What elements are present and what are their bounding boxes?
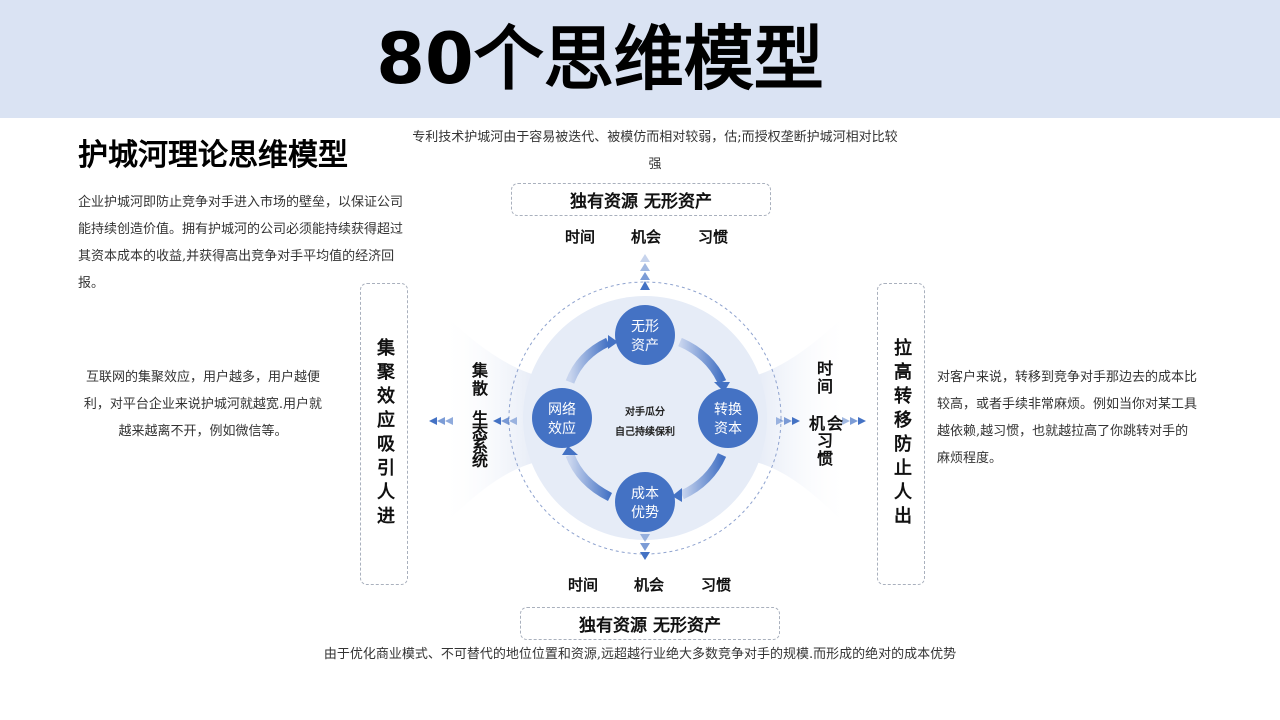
top-trio-chance: 机会 [631,228,662,246]
right-note: 对客户来说，转移到竞争对手那边去的成本比较高，或者手续非常麻烦。例如当你对某工具… [937,370,1198,466]
right-inner-c: 习惯 [814,432,833,468]
bottom-trio-chance: 机会 [634,576,665,594]
arrow-heads [562,335,730,502]
bottom-trio-habit: 习惯 [701,576,732,594]
node-label: 转换 [714,401,742,418]
cycle-arrows [565,337,727,502]
node-label: 效应 [548,420,576,437]
top-arrow-stack [640,254,650,290]
left-inner-a: 集散 [469,362,488,398]
node-label: 资产 [631,338,659,354]
left-arrow-stack [429,417,517,425]
node-network-effect: 网络 效应 [532,388,592,448]
bottom-trio-time: 时间 [568,576,599,594]
page-title: 80个思维模型 [376,18,824,100]
top-trio-habit: 习惯 [698,228,729,246]
node-intangible-assets: 无形 资产 [615,305,675,365]
section-title: 护城河理论思维模型 [78,138,348,173]
bottom-caption: 由于优化商业模式、不可替代的地位位置和资源,远超越行业绝大多数竞争对手的规模.而… [323,647,957,662]
right-inner-a: 时间 [814,360,833,396]
right-side-box: 拉高转移防止人出 [877,283,925,585]
node-label: 无形 [631,319,659,335]
top-label-box: 独有资源 无形资产 [511,183,771,216]
bottom-label-box: 独有资源 无形资产 [520,607,780,640]
left-side-box: 集聚效应吸引人进 [360,283,408,585]
top-caption: 专利技术护城河由于容易被迭代、被模仿而相对较弱，估;而授权垄断护城河相对比较强 [412,130,898,172]
intro-paragraph: 企业护城河即防止竞争对手进入市场的壁垒，以保证公司能持续创造价值。拥有护城河的公… [78,195,404,291]
left-note: 互联网的集聚效应，用户越多，用户越便利，对平台企业来说护城河就越宽.用户就越来越… [83,370,323,439]
node-label: 优势 [631,505,659,521]
right-arrow-stack [776,417,866,425]
center-text-1: 对手瓜分 [625,405,665,418]
node-label: 资本 [714,421,742,437]
header-band [0,0,1280,118]
node-cost-advantage: 成本 优势 [615,472,675,532]
center-text-2: 自己持续保利 [615,425,675,438]
right-inner-b: 机会 [809,414,846,433]
bottom-arrow-stack [640,534,650,560]
top-trio-time: 时间 [565,228,596,246]
left-inner-b: 生态系统 [469,410,488,466]
node-label: 网络 [548,402,576,418]
node-switching-cost: 转换 资本 [698,388,758,448]
node-label: 成本 [631,486,659,502]
left-funnel [440,310,548,530]
